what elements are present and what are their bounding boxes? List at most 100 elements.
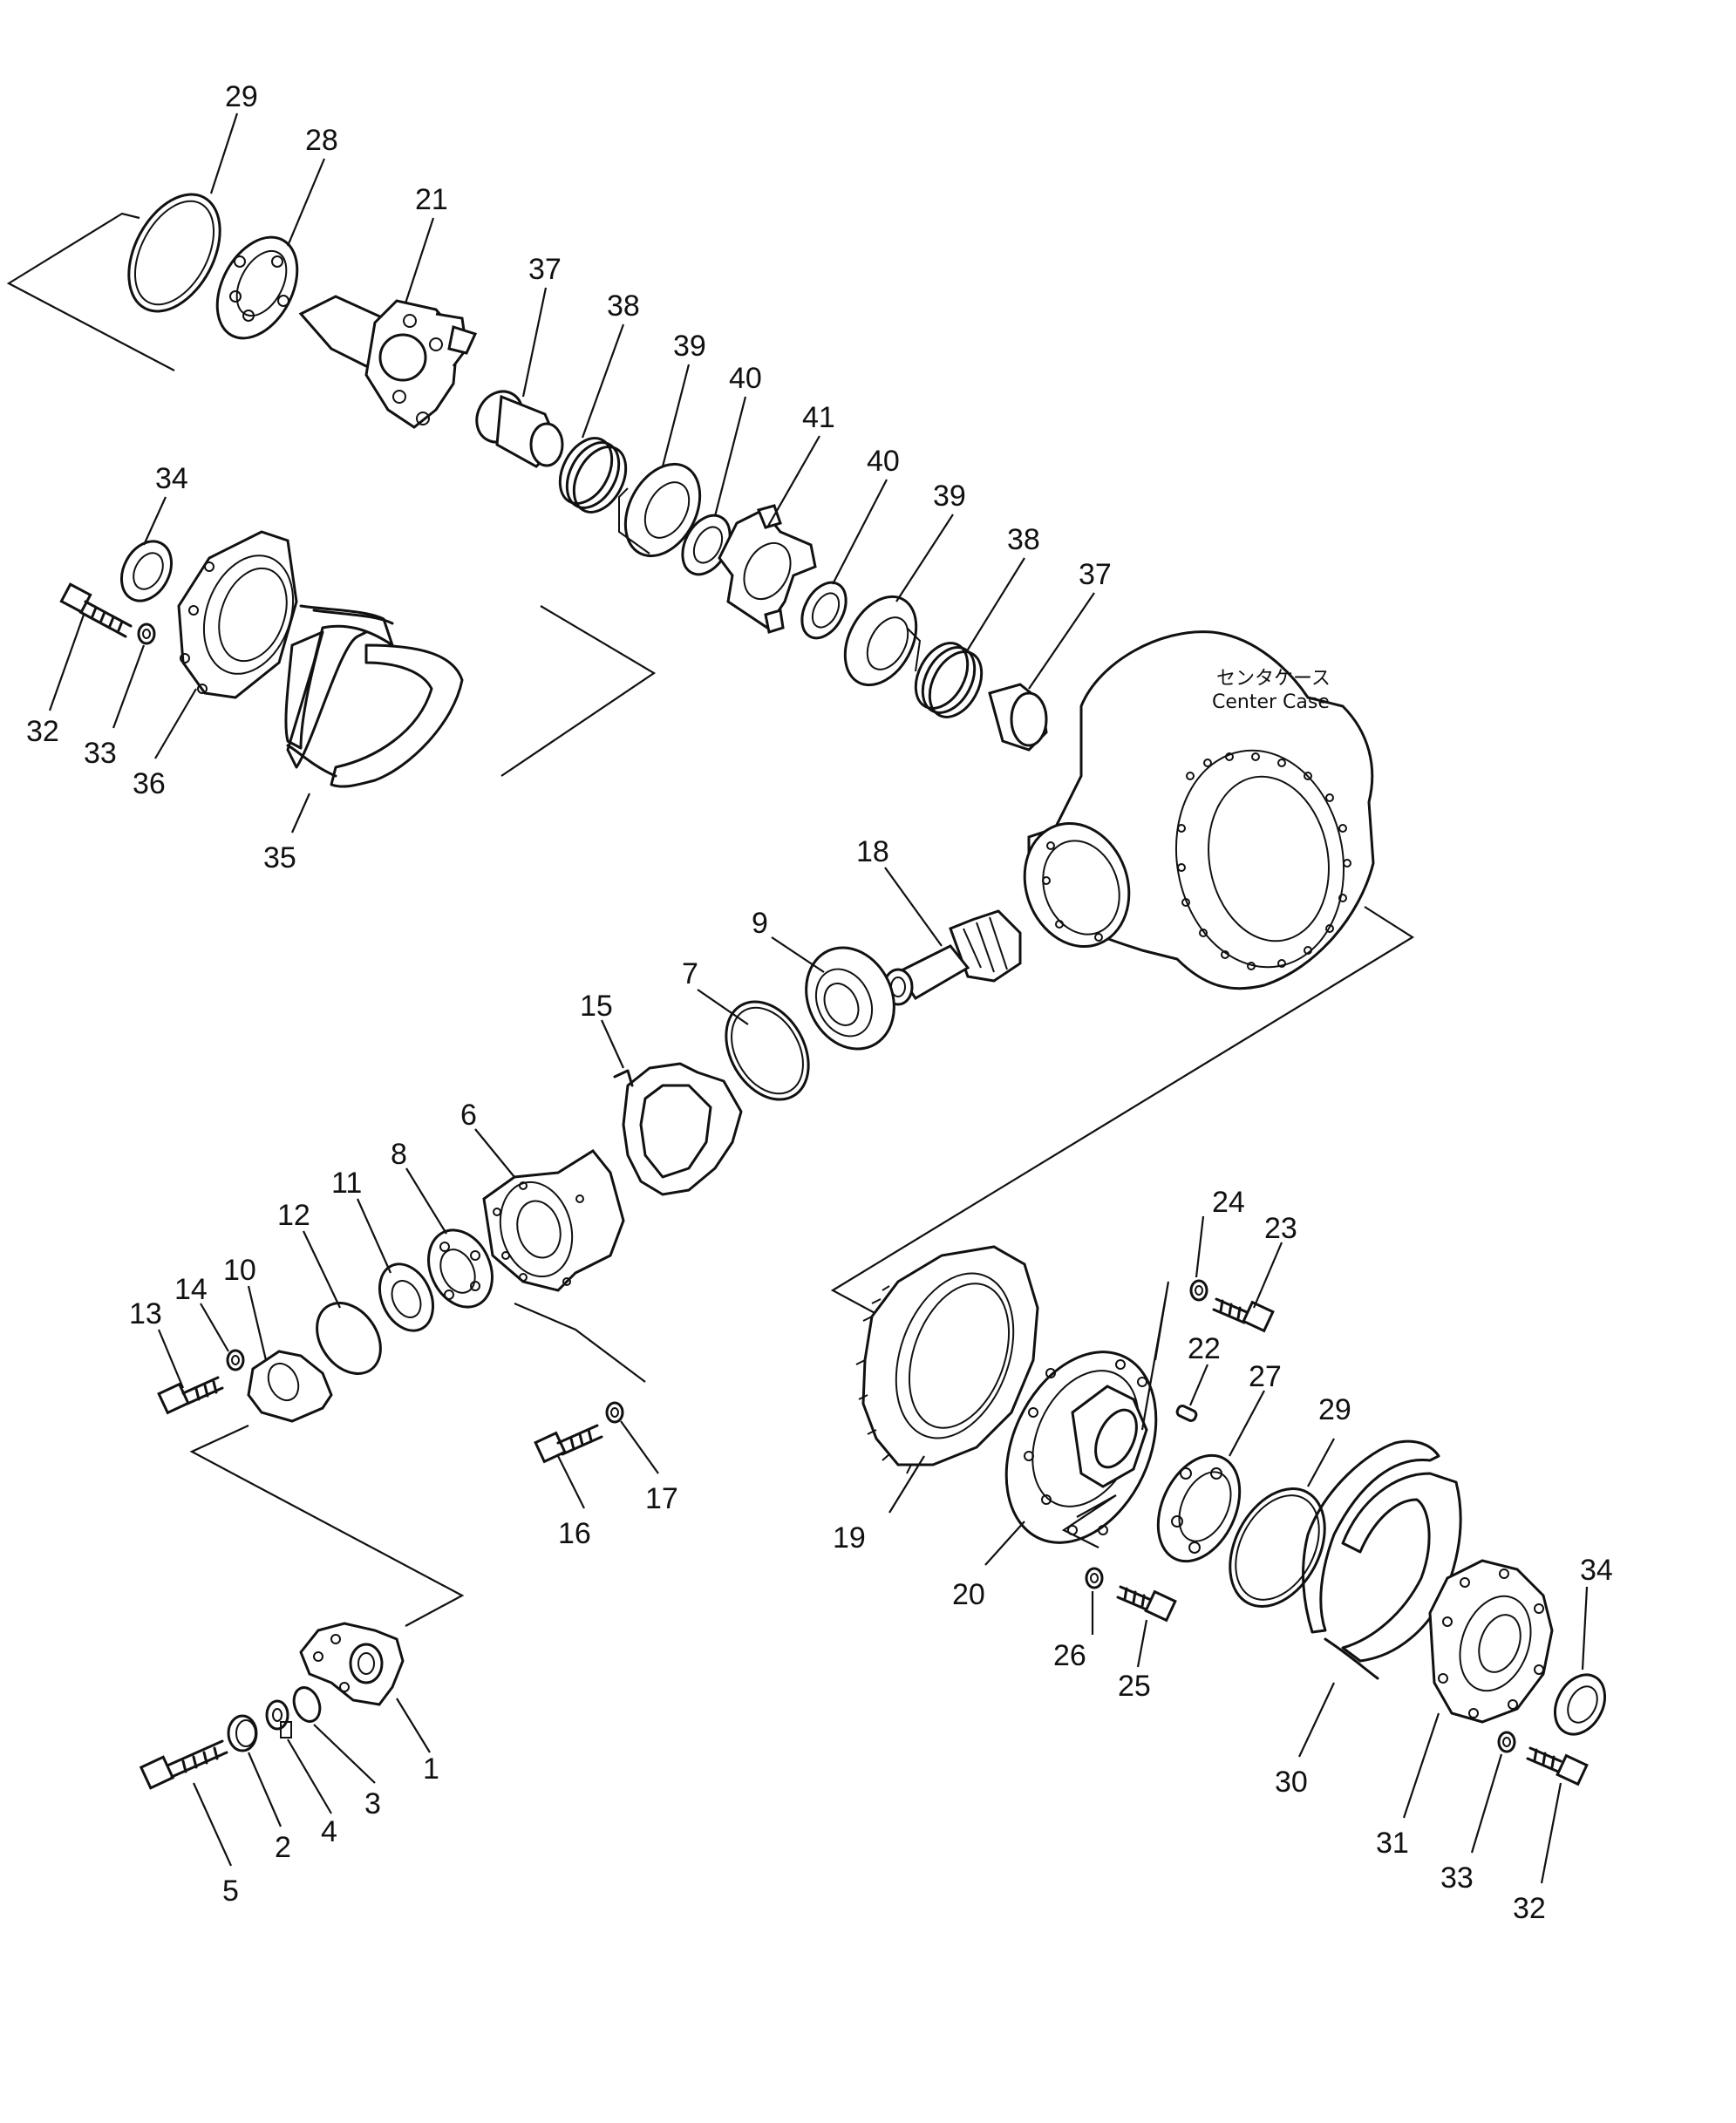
pinion-cage-37-second [988,683,1048,752]
assembly-bracket-cover-flange [189,1425,465,1627]
shim-38-top [558,437,628,514]
bolt-23 [1212,1297,1275,1333]
callout-6: 6 [460,1099,477,1132]
washer-24 [1189,1279,1208,1302]
callout-37-second: 37 [1079,558,1112,591]
pinion-cage-37-top [475,390,564,468]
callout-28: 28 [305,124,338,157]
callout-5: 5 [222,1875,239,1908]
bolt-13 [157,1376,224,1415]
washer-33-right [1497,1731,1516,1753]
washer-33-left [137,623,156,645]
leader-lines [48,112,1589,1884]
callout-38-second: 38 [1007,523,1040,556]
callout-37-top: 37 [528,253,562,286]
shim-38-second [914,642,984,718]
bearing-9 [805,946,895,1051]
o-ring-29-top [127,193,221,313]
oil-seal-34-left [119,540,174,602]
assembly-bracket-case-ring [830,906,1415,1322]
callout-8: 8 [391,1138,407,1171]
pinion-cage-6 [482,1149,625,1292]
pin-22 [1175,1405,1198,1422]
bearing-11 [378,1262,434,1332]
callout-32-left: 32 [26,715,59,748]
taper-bearing-39-second [843,595,922,687]
bearing-27 [1156,1453,1242,1563]
callout-41: 41 [802,401,835,434]
callout-23: 23 [1264,1212,1297,1245]
callout-36: 36 [133,767,166,800]
bolt-25 [1116,1585,1177,1623]
coupling-flange-1 [299,1622,405,1706]
o-ring-29-bottom [1229,1487,1326,1608]
callout-33-left: 33 [84,737,117,770]
callout-16: 16 [558,1517,591,1550]
pinion-shaft-18 [882,909,1022,1006]
washer-2 [227,1714,258,1752]
callout-2: 2 [275,1831,291,1864]
callout-19: 19 [833,1521,866,1555]
callout-29-top: 29 [225,80,258,113]
assembly-bracket-bolt23 [1140,1281,1170,1431]
shims-15 [613,1062,743,1196]
retainer-36 [177,530,298,699]
bolt-32-right [1526,1746,1589,1786]
washer-17 [605,1401,624,1424]
callout-4: 4 [321,1815,337,1848]
callout-7: 7 [682,957,698,990]
callout-13: 13 [129,1297,162,1330]
callout-30: 30 [1275,1766,1308,1799]
callout-10: 10 [223,1254,256,1287]
callout-21: 21 [415,183,448,216]
ring-gear-19 [855,1245,1039,1474]
callout-3: 3 [364,1787,381,1820]
o-ring-12 [316,1302,382,1375]
bearing-28 [215,235,299,340]
bearing-8 [427,1228,494,1309]
callout-20: 20 [952,1578,985,1611]
callout-22: 22 [1188,1332,1221,1365]
center-case-label-english: Center Case [1212,691,1330,713]
callout-31: 31 [1376,1827,1409,1860]
callout-34-right: 34 [1580,1554,1613,1587]
differential-case-20 [1004,1351,1158,1544]
bolt-5 [139,1739,228,1790]
washer-26 [1085,1567,1104,1589]
callout-25: 25 [1118,1670,1151,1703]
cover-10 [247,1350,333,1423]
callout-12: 12 [277,1199,310,1232]
callout-39-second: 39 [933,480,966,513]
retainer-31 [1428,1559,1554,1724]
callout-26: 26 [1053,1639,1086,1672]
shims-30 [1302,1439,1462,1680]
callout-9: 9 [752,907,768,940]
callout-27: 27 [1249,1360,1282,1393]
assembly-bracket-diff-bolt [1061,1494,1117,1548]
callout-34-left: 34 [155,462,188,495]
o-ring-7 [725,1000,810,1101]
callout-33-right: 33 [1440,1861,1474,1895]
lock-washer-4 [265,1699,292,1739]
spacer-40-second [800,581,848,640]
center-case: センタケース Center Case [1023,630,1375,990]
callout-38-top: 38 [607,289,640,323]
callout-40-second: 40 [867,445,900,478]
bearing-holder-41 [718,504,817,634]
callout-17: 17 [645,1482,678,1515]
assembly-bracket-shims-left [500,605,657,777]
callout-24: 24 [1212,1186,1245,1219]
callout-labels: 29 28 21 37 38 39 40 41 40 39 38 37 34 3… [26,80,1613,1925]
callout-15: 15 [580,990,613,1023]
callout-11: 11 [331,1167,362,1200]
shims-35 [284,604,464,788]
oil-seal-34-right [1553,1673,1607,1736]
washer-14 [226,1349,245,1371]
callout-40-top: 40 [729,362,762,395]
bolt-16 [534,1424,603,1464]
callout-14: 14 [174,1273,208,1306]
callout-29-bottom: 29 [1318,1393,1351,1426]
callout-39-top: 39 [673,330,706,363]
o-ring-3 [292,1686,322,1723]
